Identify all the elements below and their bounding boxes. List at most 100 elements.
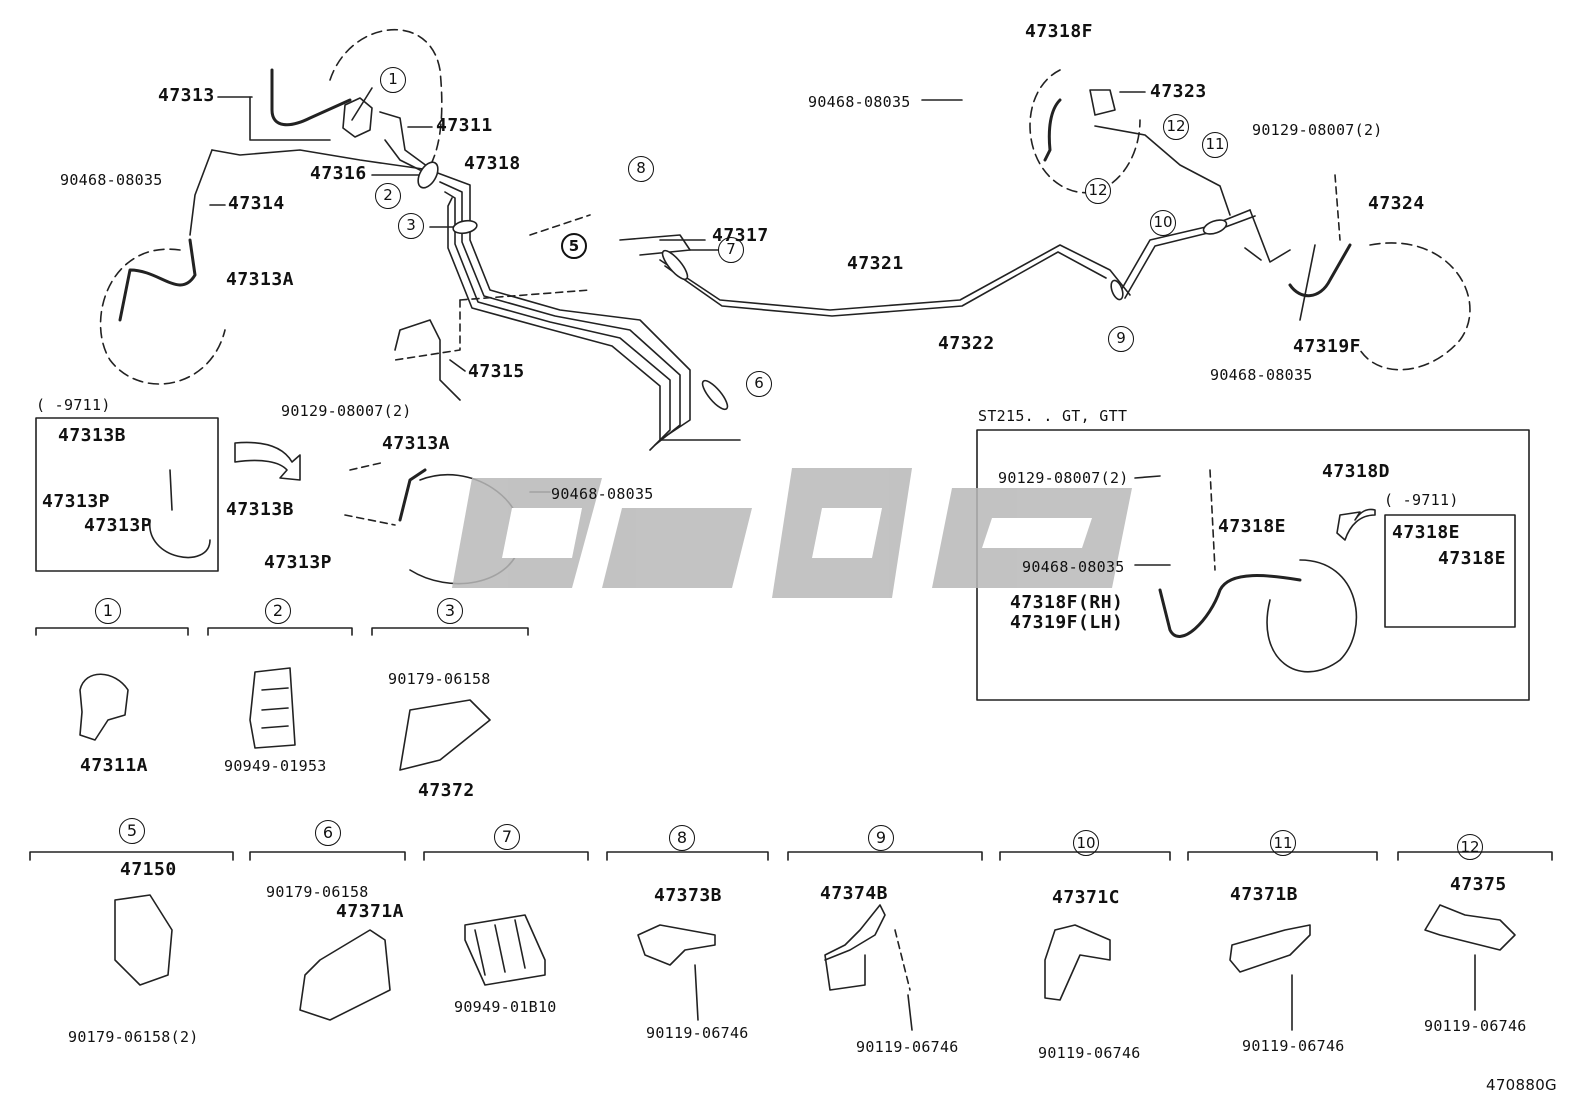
detail-11-part-90119-06746: 90119-06746 [1242,1037,1345,1055]
detail-8-number: 8 [667,824,697,851]
label-47311: 47311 [436,115,493,136]
label-47313A-top: 47313A [226,269,295,290]
label-47318E-sub-2: 47318E [1438,548,1507,569]
label-47316: 47316 [310,163,367,184]
detail-6-part-47371A: 47371A [336,901,405,922]
detail-10-number: 10 [1071,829,1101,856]
detail-header-brackets [29,627,1553,861]
label-47318E-rbox: 47318E [1218,516,1287,537]
detail-12-part-90119-06746: 90119-06746 [1424,1017,1527,1035]
label-47313P-inset-2: 47313P [84,515,153,536]
arrow-left-inset [234,441,301,481]
detail-6-number: 6 [313,819,343,846]
callout-3: 3 [398,213,424,239]
label-47318E-sub-1: 47318E [1392,522,1461,543]
detail-11-number: 11 [1268,829,1298,856]
brake-drum-rear-left [1029,69,1141,194]
detail-1-part-47311A: 47311A [80,755,149,776]
label-47313: 47313 [158,85,215,106]
hose-47313A-left [118,238,197,322]
label-90129-08007-b: 90129-08007(2) [281,402,412,420]
label-90129-08007-a: 90129-08007(2) [1252,121,1383,139]
pipe-47322 [1119,209,1251,293]
detail-5-part-47150: 47150 [120,859,177,880]
detail-7-part-90949-01B10: 90949-01B10 [454,998,557,1016]
detail-3-part-47372: 47372 [418,780,475,801]
callout-8: 8 [628,156,654,182]
pipe-47314 [211,149,431,171]
detail-6-part-90179-06158: 90179-06158 [266,883,369,901]
label-47317: 47317 [712,225,769,246]
caliper-bracket [342,97,373,138]
detail-9-number: 9 [866,824,896,851]
label-90468-08035-e: 90468-08035 [1022,558,1125,576]
detail-7-number: 7 [492,823,522,850]
range-left: ( -9711) [36,396,111,414]
callout-6: 6 [746,371,772,397]
label-47323: 47323 [1150,81,1207,102]
pipe-47321 [659,244,1131,311]
hose-47318F-RH [1158,574,1302,638]
callout-11: 11 [1202,132,1228,158]
hose-47319F [1288,243,1352,298]
detail-8-part-90119-06746: 90119-06746 [646,1024,749,1042]
part-47374B [824,904,886,991]
detail-3-number: 3 [435,597,465,624]
label-90468-08035-c: 90468-08035 [1210,366,1313,384]
detail-11-part-47371B: 47371B [1230,884,1299,905]
brake-disc-front-right [99,248,226,385]
pipe-47311 [379,111,436,173]
label-90129-08007-c: 90129-08007(2) [998,469,1129,487]
label-90468-08035-a: 90468-08035 [60,171,163,189]
label-47313B-mid: 47313B [226,499,295,520]
label-47322: 47322 [938,333,995,354]
callout-10: 10 [1150,210,1176,236]
label-90468-08035-d: 90468-08035 [551,485,654,503]
callout-9: 9 [1108,326,1134,352]
label-47313P-mid: 47313P [264,552,333,573]
label-47318D: 47318D [1322,461,1391,482]
label-47314: 47314 [228,193,285,214]
part-90949-01B10 [464,914,546,986]
label-47313B-inset: 47313B [58,425,127,446]
label-90468-08035-b: 90468-08035 [808,93,911,111]
label-47321: 47321 [847,253,904,274]
label-47324: 47324 [1368,193,1425,214]
callout-12-top: 12 [1163,114,1189,140]
callout-7: 7 [718,237,744,263]
part-47150 [114,894,173,986]
label-47319F-top: 47319F [1293,336,1362,357]
part-47371B [1229,924,1311,973]
hose-47318F [1043,98,1062,162]
detail-2-number: 2 [263,597,293,624]
label-47318F-top: 47318F [1025,21,1094,42]
label-47319F-LH: 47319F(LH) [1010,612,1124,633]
detail-12-part-47375: 47375 [1450,874,1507,895]
brake-drum-rear-right [1359,242,1471,371]
leader-lines [209,91,1316,566]
callout-2: 2 [375,183,401,209]
label-47313A-mid: 47313A [382,433,451,454]
inset-right-title: ST215. . GT, GTT [978,407,1128,425]
pipe-47315 [394,319,461,401]
detail-10-part-47371C: 47371C [1052,887,1121,908]
part-47372 [399,699,491,771]
pipe-bundle-main [434,171,741,441]
diagram-id: 470880G [1486,1076,1557,1094]
label-47315: 47315 [468,361,525,382]
range-right: ( -9711) [1384,491,1459,509]
hose-47313 [270,68,352,127]
watermark-logo [452,468,1132,598]
detail-9-part-90119-06746: 90119-06746 [856,1038,959,1056]
inset-right-sub-box [1384,514,1516,628]
callout-5: 5 [561,233,587,259]
part-47373B [637,924,716,966]
detail-5-part-90179-06158-2: 90179-06158(2) [68,1028,199,1046]
detail-9-part-47374B: 47374B [820,883,889,904]
part-47375 [1424,904,1516,951]
part-47371C [1044,924,1111,1001]
detail-12-number: 12 [1455,833,1485,860]
label-47318F-RH: 47318F(RH) [1010,592,1124,613]
